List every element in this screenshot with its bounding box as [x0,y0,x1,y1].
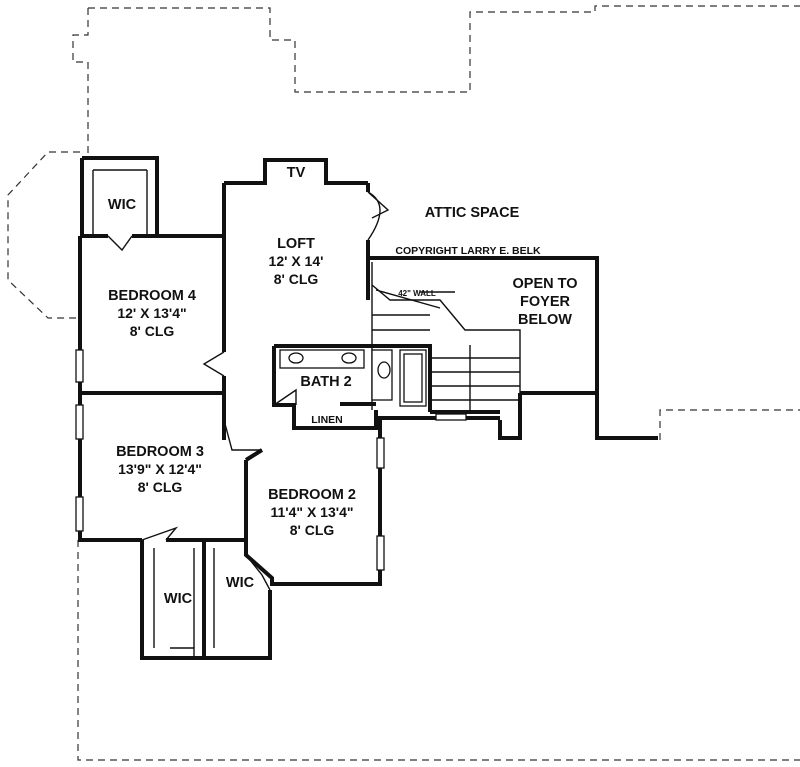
wall-note-label: 42" WALL [398,289,436,298]
sink-right-icon [341,352,357,364]
loft-name-label: LOFT [277,236,315,252]
windows [75,349,467,571]
copyright-label: COPYRIGHT LARRY E. BELK [395,245,541,257]
open-foyer-line2: FOYER [520,294,570,310]
bedroom4-clg-label: 8' CLG [130,323,175,339]
bath2-label: BATH 2 [300,374,351,390]
labels: ATTIC SPACE COPYRIGHT LARRY E. BELK TV 4… [108,165,578,607]
open-foyer-line3: BELOW [518,312,572,328]
wic-bedroom4-label: WIC [108,197,137,213]
bedroom3-clg-label: 8' CLG [138,479,183,495]
sink-left-icon [288,352,304,364]
loft-size-label: 12' X 14' [269,253,324,269]
wic-bedroom3-label: WIC [164,591,193,607]
bedroom2-clg-label: 8' CLG [290,522,335,538]
linen-label: LINEN [311,414,343,426]
roof-outline [7,5,800,761]
stairs [371,262,521,412]
loft-clg-label: 8' CLG [274,271,319,287]
attic-space-label: ATTIC SPACE [425,205,520,221]
bedroom4-name-label: BEDROOM 4 [108,288,196,304]
bedroom2-name-label: BEDROOM 2 [268,487,356,503]
tv-label: TV [287,165,306,181]
bedroom2-size-label: 11'4" X 13'4" [271,504,354,520]
bedroom3-size-label: 13'9" X 12'4" [118,461,202,477]
open-foyer-line1: OPEN TO [513,276,578,292]
doors [107,191,390,591]
bedroom4-size-label: 12' X 13'4" [117,305,186,321]
bedroom3-name-label: BEDROOM 3 [116,444,204,460]
walls [78,156,658,660]
bath-fixtures [279,349,427,407]
wic-bedroom2-label: WIC [226,575,255,591]
toilet-icon [377,361,391,379]
